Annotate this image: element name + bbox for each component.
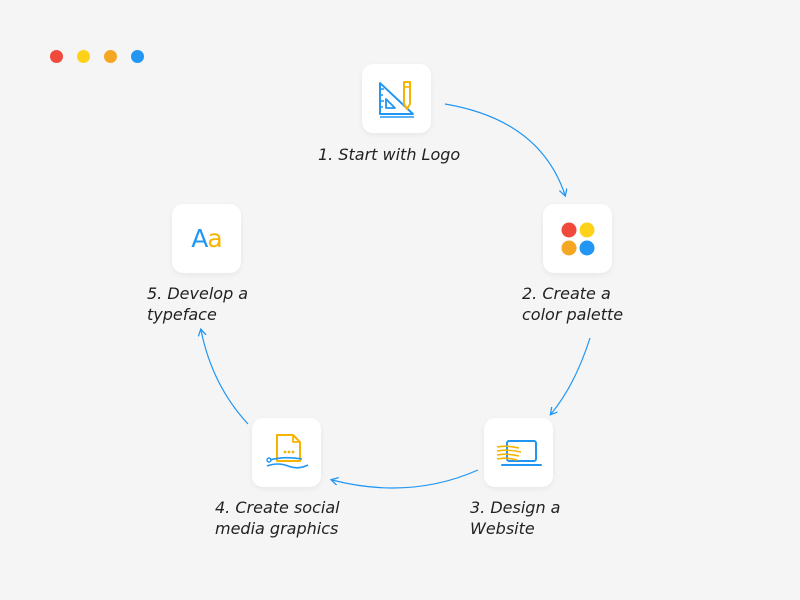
step-2-label-line1: 2. Create a xyxy=(522,284,611,303)
step-2-label-line2: color palette xyxy=(522,305,624,324)
step-2-card[interactable] xyxy=(543,204,612,273)
step-4-label-line2: media graphics xyxy=(215,519,339,538)
ruler-pencil-icon xyxy=(378,80,414,118)
step-5-label-line2: typeface xyxy=(147,305,217,324)
arrow-3-to-4 xyxy=(332,469,479,489)
arrow-1-to-2 xyxy=(444,103,565,195)
color-dots-icon xyxy=(561,222,594,255)
typeface-glyph-lower: a xyxy=(207,224,222,253)
step-1-label-line1: 1. Start with Logo xyxy=(318,145,461,164)
typeface-icon: Aa xyxy=(191,224,222,253)
color-swatch xyxy=(561,222,576,237)
step-4-card[interactable] xyxy=(252,418,321,487)
step-2-label: 2. Create a color palette xyxy=(522,283,623,325)
typeface-glyph-upper: A xyxy=(191,224,208,253)
red-dot xyxy=(50,50,63,63)
step-3-card[interactable] xyxy=(484,418,553,487)
step-1-label: 1. Start with Logo xyxy=(318,144,460,165)
step-4-label-line1: 4. Create social xyxy=(215,498,340,517)
step-3-label: 3. Design a Website xyxy=(470,497,560,539)
step-1-card[interactable] xyxy=(362,64,431,133)
step-5-label-line1: 5. Develop a xyxy=(147,284,249,303)
color-swatch xyxy=(561,240,576,255)
document-graphics-icon xyxy=(265,433,308,469)
step-3-label-line2: Website xyxy=(470,519,535,538)
color-swatch xyxy=(579,222,594,237)
laptop-icon xyxy=(496,439,542,466)
step-5-card[interactable]: Aa xyxy=(172,204,241,273)
color-swatch xyxy=(579,240,594,255)
step-4-label: 4. Create social media graphics xyxy=(215,497,340,539)
window-dots xyxy=(50,50,144,63)
orange-dot xyxy=(104,50,117,63)
blue-dot xyxy=(131,50,144,63)
yellow-dot xyxy=(77,50,90,63)
step-5-label: 5. Develop a typeface xyxy=(147,283,248,325)
arrow-4-to-5 xyxy=(201,330,249,425)
arrow-2-to-3 xyxy=(551,337,591,414)
step-3-label-line1: 3. Design a xyxy=(470,498,561,517)
